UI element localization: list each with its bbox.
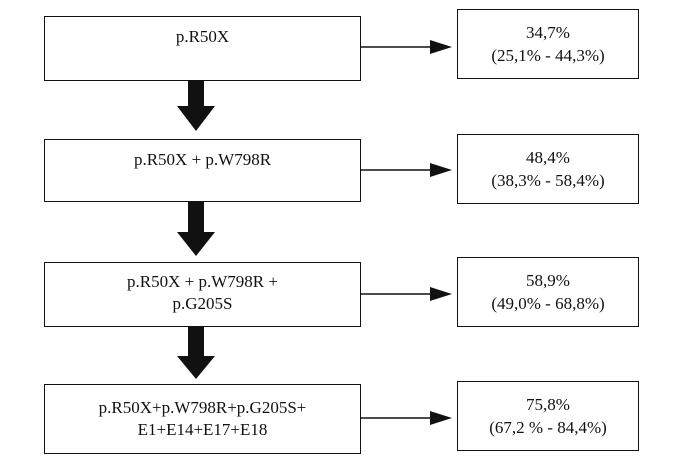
step-box-3: p.R50X + p.W798R + p.G205S	[44, 262, 361, 327]
result-arrow-1	[361, 40, 452, 54]
step-box-2: p.R50X + p.W798R	[44, 139, 361, 202]
result-3-range: (49,0% - 68,8%)	[491, 294, 605, 313]
step-3-line-1: p.R50X + p.W798R +	[127, 272, 278, 291]
step-arrow-1	[177, 81, 215, 131]
step-arrow-3	[177, 327, 215, 379]
step-4-line-2: E1+E14+E17+E18	[137, 420, 268, 439]
result-arrow-4	[361, 411, 452, 425]
result-4-value: 75,8%	[526, 395, 570, 414]
step-3-line-2: p.G205S	[172, 294, 233, 313]
step-4-line-1: p.R50X+p.W798R+p.G205S+	[98, 398, 307, 417]
result-box-4: 75,8% (67,2 % - 84,4%)	[457, 381, 639, 451]
result-1-value: 34,7%	[526, 23, 570, 42]
result-4-range: (67,2 % - 84,4%)	[489, 418, 607, 437]
step-arrow-2	[177, 202, 215, 256]
result-arrow-3	[361, 287, 452, 301]
step-1-line-1: p.R50X	[175, 27, 230, 46]
step-2-line-1: p.R50X + p.W798R	[133, 150, 272, 169]
result-2-range: (38,3% - 58,4%)	[491, 171, 605, 190]
step-box-4: p.R50X+p.W798R+p.G205S+ E1+E14+E17+E18	[44, 384, 361, 454]
result-2-value: 48,4%	[526, 148, 570, 167]
result-box-3: 58,9% (49,0% - 68,8%)	[457, 257, 639, 327]
result-box-1: 34,7% (25,1% - 44,3%)	[457, 9, 639, 79]
result-1-range: (25,1% - 44,3%)	[491, 46, 605, 65]
result-box-2: 48,4% (38,3% - 58,4%)	[457, 134, 639, 204]
result-arrow-2	[361, 163, 452, 177]
step-box-1: p.R50X	[44, 16, 361, 81]
result-3-value: 58,9%	[526, 271, 570, 290]
